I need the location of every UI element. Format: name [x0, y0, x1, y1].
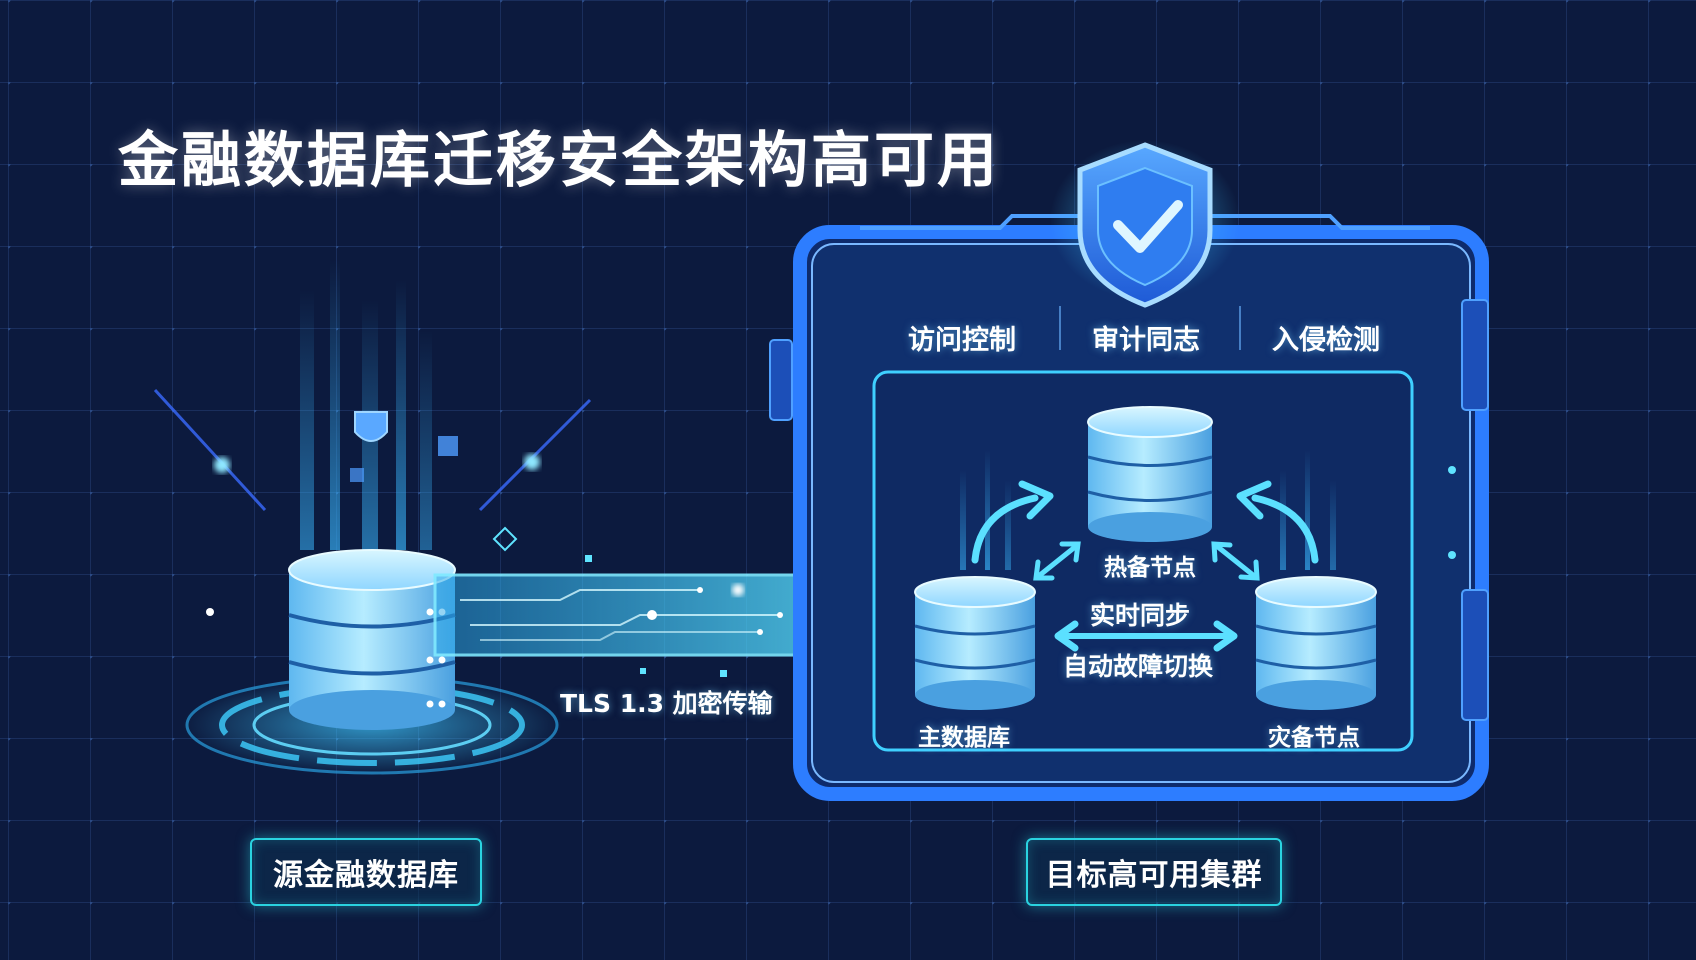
- security-feature-intrusion-detection: 入侵检测: [1272, 325, 1380, 356]
- source-database-icon: [153, 260, 592, 775]
- page-title: 金融数据库迁移安全架构高可用: [118, 126, 1000, 196]
- encrypted-transfer-arrow: [433, 540, 908, 689]
- target-cluster-label: 目标高可用集群: [1026, 838, 1282, 906]
- hot-standby-database-icon: [1087, 406, 1213, 542]
- shield-check-icon: [1050, 140, 1240, 308]
- hot-standby-label: 热备节点: [1104, 555, 1196, 581]
- dr-node-label: 灾备节点: [1268, 725, 1360, 751]
- transfer-label: TLS 1.3 加密传输: [560, 689, 773, 718]
- failover-label: 自动故障切换: [1063, 652, 1214, 681]
- replication-arrows: [971, 480, 1319, 652]
- primary-database-label: 主数据库: [918, 725, 1010, 751]
- source-database-label: 源金融数据库: [250, 838, 482, 906]
- sync-label: 实时同步: [1090, 601, 1191, 630]
- security-feature-access-control: 访问控制: [908, 325, 1016, 356]
- security-feature-audit-log: 审计同志: [1092, 325, 1200, 356]
- primary-database-icon: [914, 450, 1036, 710]
- dr-node-database-icon: [1255, 450, 1377, 710]
